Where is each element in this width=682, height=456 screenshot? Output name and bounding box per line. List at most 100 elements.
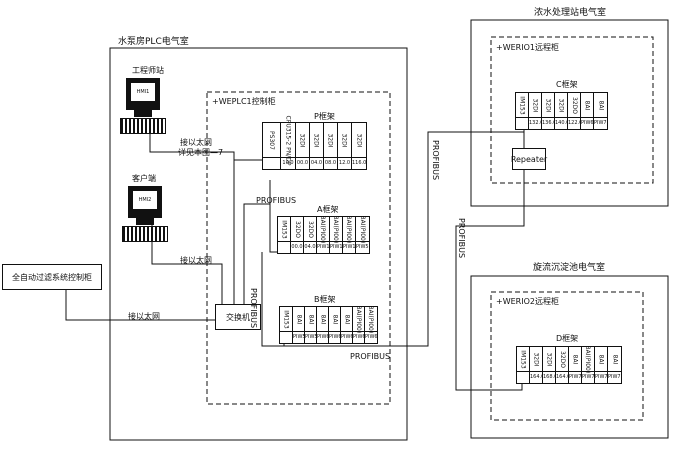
module-name: 32DI [532,351,540,367]
module-name: 8AI(PI00) [367,305,375,333]
rack-b-module[interactable]: 8AI(PI00)PIW656 [353,305,365,343]
rack-b-module[interactable]: IM153 [280,307,293,343]
frame-a-label: A框架 [317,205,339,214]
module-name: IM153 [518,95,526,115]
rack-d-module[interactable]: 8AIPIW768 [608,347,621,383]
rack-a-module[interactable]: 8AI(PI00)PIW128 [317,215,330,253]
module-name: IM153 [282,309,290,329]
module-name: 32DI [545,351,553,367]
rack-c-module[interactable]: 8AIPIW704 [594,93,607,129]
repeater-box[interactable]: Repeater [511,148,547,170]
module-address: PIW656 [353,331,364,343]
rack-b-module[interactable]: 8AI PIW640 [341,307,353,343]
pump-room-title: 水泵房PLC电气室 [118,37,189,47]
module-name: 32DI [299,132,306,148]
module-name: 8AI(PI00) [319,215,327,243]
rack-d-module[interactable]: 32DI 168.0 [543,347,556,383]
monitor-icon: HMI2 [128,186,162,218]
engineer-workstation[interactable]: HMI1 [120,78,166,136]
ethernet-label-mid: 接以太网 [180,256,212,265]
ethernet-switch[interactable]: 交换机 [215,304,261,330]
weplc1-cabinet-title: +WEPLC1控制柜 [212,97,276,106]
ethernet-label-left: 接以太网 [128,312,160,321]
module-address: 04.0 [310,157,323,169]
profibus-label-b: PROFIBUS [249,288,258,329]
profibus-label-bottom: PROFIBUS [350,352,391,361]
module-address: PIW688 [581,117,593,129]
rack-c-module[interactable]: 8AI PIW688 [581,93,594,129]
rack-a-module[interactable]: IM153 [278,217,291,253]
module-address: 168.0 [543,371,555,383]
module-name: 32DI [341,132,348,148]
module-name: 8AI [583,100,591,110]
rack-b-module[interactable]: 8AIPIW576 [293,307,305,343]
engineer-station-label: 工程师站 [132,66,164,75]
rack-a-module[interactable]: 8AI(PI00)PIW160 [343,215,356,253]
rack-a-module[interactable]: 8AI(PI00)PIW144 [330,215,343,253]
rack-d-module[interactable]: 8AIPIW720 [569,347,582,383]
module-address: PIW608 [317,331,328,343]
module-address: 122.0 [568,117,580,129]
module-address: PIW624 [329,331,340,343]
rack-d-module[interactable]: 8AI(PI00)PIW736 [582,345,595,383]
rack-b-module[interactable]: 8AI(PI00)PIW672 [365,305,377,343]
module-address: PIW128 [317,241,329,253]
rack-b-module[interactable]: 8AIPIW608 [317,307,329,343]
client-station-label: 客户端 [132,174,156,183]
module-name: 8AI(PI00) [332,215,340,243]
module-address: 132.0 [529,117,541,129]
rack-d-module[interactable]: 8AIPIW752 [595,347,608,383]
module-name: 32DO [558,350,566,368]
rack-d-module[interactable]: IM153 [517,347,530,383]
water-treatment-room-title: 浓水处理站电气室 [534,8,607,18]
module-address: 00.0 [296,157,309,169]
rack-b-module[interactable]: 8AI PIW624 [329,307,341,343]
pump-room-border [109,47,408,441]
rack-a-module[interactable]: 8AI(PI00)PIW560 [356,215,369,253]
rack-b-module[interactable]: 8AIPIW592 [305,307,317,343]
rack-c-module[interactable]: IM153 [516,93,529,129]
rack-p-module[interactable]: PS307 [263,123,281,169]
module-address: PIW672 [365,331,377,343]
module-address: 116.0 [352,157,366,169]
sediment-room-title: 旋流沉淀池电气室 [533,263,606,273]
water-treatment-room-border [470,19,669,207]
ethernet-label-top: 接以太网 [180,138,212,147]
rack-d-module[interactable]: 32DI 164.0 [530,347,543,383]
module-address: 00.0 [291,241,303,253]
module-name: 8AI [330,314,338,324]
rack-p-module[interactable]: 32DI 00.0 [296,123,310,169]
ethernet-line-client [151,232,223,304]
module-name: IM153 [519,349,527,369]
module-address: PIW640 [341,331,352,343]
module-address: 10.0 [281,157,295,169]
module-name: 32DI [557,97,565,113]
monitor-base-icon [136,217,154,225]
module-address [280,331,292,343]
rack-a: IM15332DO00.032DO04.08AI(PI00)PIW1288AI(… [277,215,370,254]
client-workstation[interactable]: HMI2 [122,186,168,244]
keyboard-icon [120,118,166,134]
module-name: 8AI(PI00) [584,345,592,373]
frame-p-label: P框架 [314,112,335,121]
module-address: 04.0 [304,241,316,253]
module-name: 8AI [342,314,350,324]
client-screen-label: HMI2 [133,191,157,209]
module-address: 164.0 [530,371,542,383]
external-filter-control-cabinet[interactable]: 全自动过滤系统控制柜 [2,264,102,290]
werio1-cabinet-title: +WERIO1远程柜 [496,43,559,52]
ethernet-note-label: 详见本图—7 [178,148,224,157]
